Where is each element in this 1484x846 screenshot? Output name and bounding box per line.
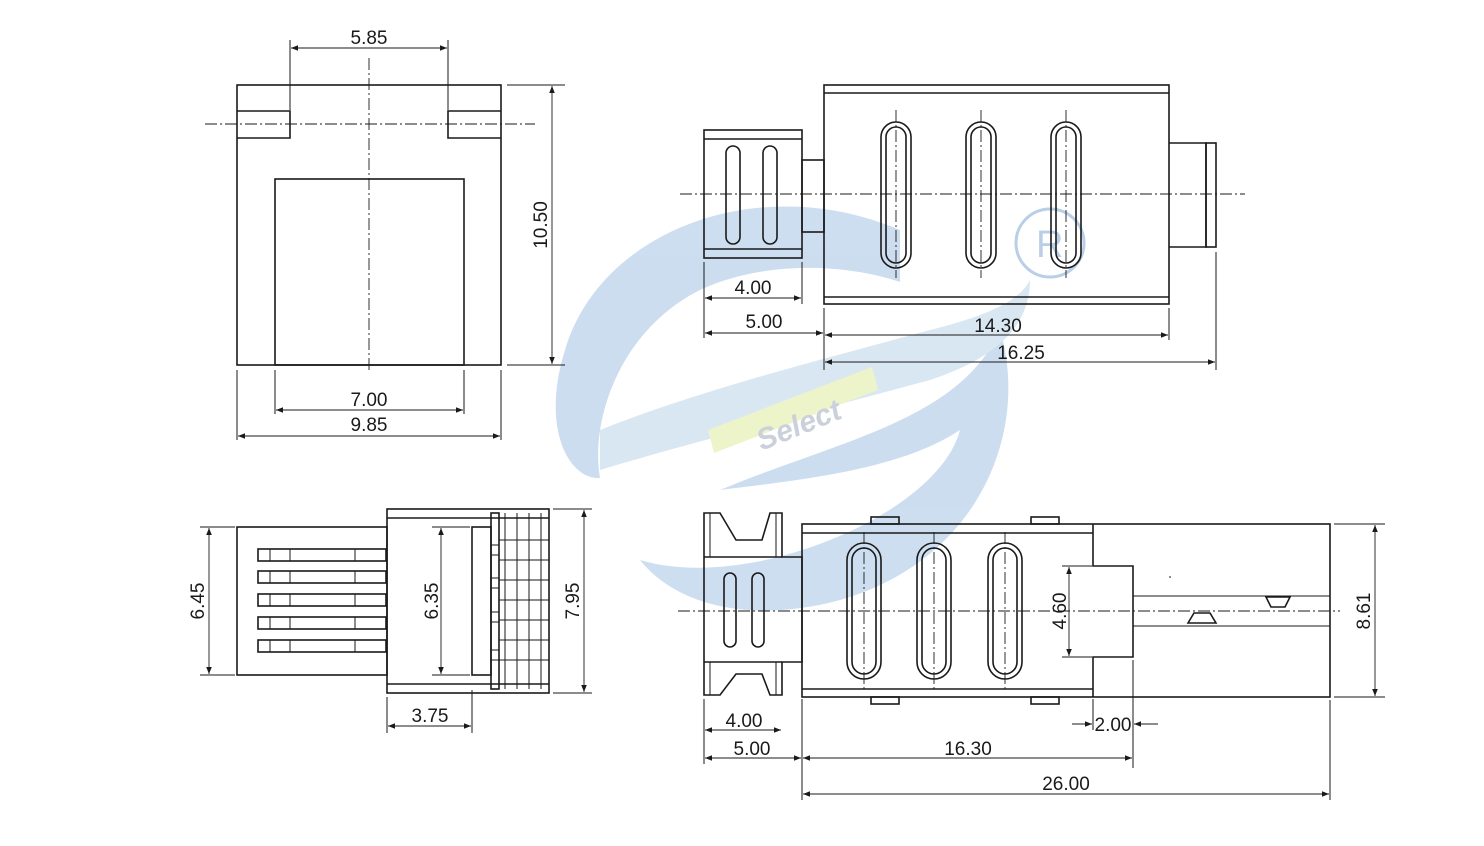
dim-side-depth: 3.75 (412, 706, 449, 727)
dim-bottom-step: 2.00 (1095, 715, 1132, 736)
dim-bottom-total-length: 26.00 (1042, 774, 1090, 795)
dim-side-inner-height: 6.35 (422, 583, 443, 620)
side-pins (257, 548, 387, 653)
watermark-swoosh-inner (640, 330, 1009, 611)
dim-top-clip-total: 5.00 (746, 312, 783, 333)
front-right-notch (447, 110, 501, 139)
dim-bottom-clip-total: 5.00 (734, 739, 771, 760)
bottom-slots (846, 532, 1023, 690)
registered-mark-icon (1014, 207, 1086, 279)
watermark: Select R (555, 206, 1086, 611)
top-slots (880, 110, 1082, 278)
bottom-view: 4.60 8.61 4.00 5.00 2.00 16.30 26.00 (678, 512, 1385, 800)
dim-top-body-length: 14.30 (974, 316, 1022, 337)
front-view: 5.85 10.50 7.00 9.85 (205, 28, 565, 440)
top-body (823, 84, 1170, 305)
dim-bottom-height: 8.61 (1354, 593, 1375, 630)
dim-side-height: 7.95 (563, 583, 584, 620)
watermark-swoosh-outer (555, 206, 900, 479)
dim-bottom-clip-length: 4.00 (726, 711, 763, 732)
dim-top-clip-length: 4.00 (735, 278, 772, 299)
dim-top-total-length: 16.25 (997, 343, 1045, 364)
dim-front-height: 10.50 (531, 201, 552, 249)
side-housing (386, 508, 550, 694)
dim-side-pin-height: 6.45 (188, 583, 209, 620)
dim-front-inner-width: 7.00 (351, 390, 388, 411)
watermark-band (708, 367, 878, 453)
top-view: 4.00 5.00 14.30 16.25 (680, 84, 1245, 370)
dim-front-top-width: 5.85 (351, 28, 388, 49)
side-view: 6.45 6.35 7.95 3.75 (188, 508, 592, 733)
front-opening (274, 178, 465, 366)
dim-bottom-slot-height: 4.60 (1050, 593, 1071, 630)
front-left-notch (237, 110, 291, 139)
dim-front-width: 9.85 (351, 415, 388, 436)
side-ribs (499, 513, 549, 689)
dim-bottom-body-length: 16.30 (944, 739, 992, 760)
watermark-swoosh-mid (600, 280, 1030, 470)
bottom-body (801, 523, 1331, 698)
